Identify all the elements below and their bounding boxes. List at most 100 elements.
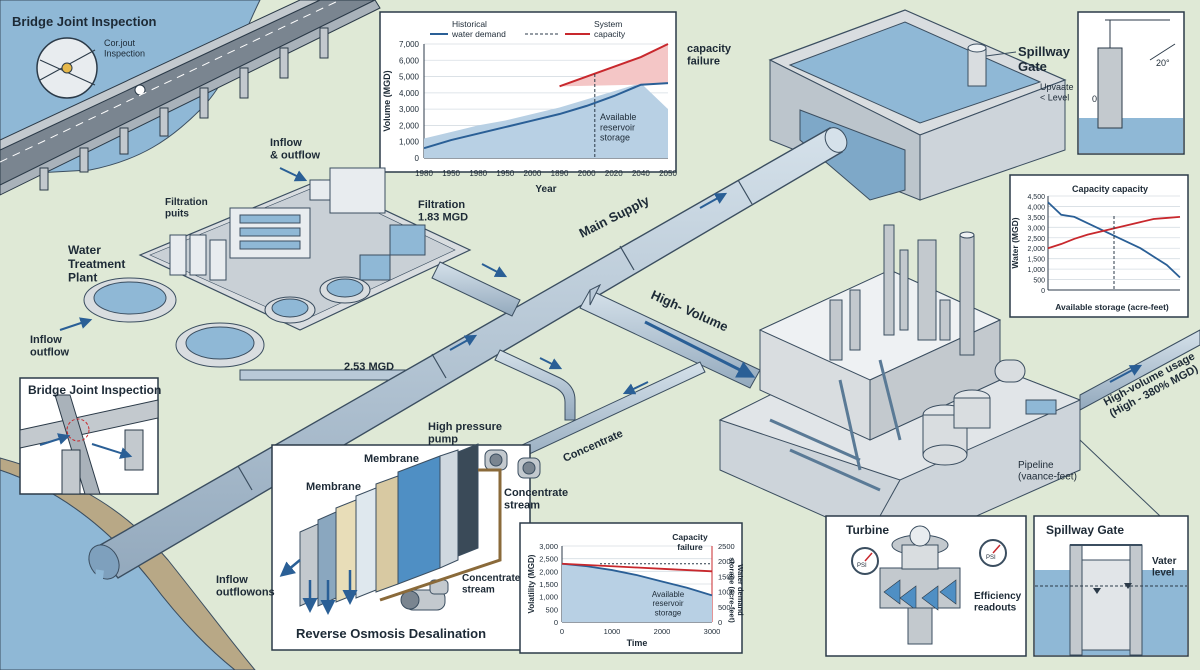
ro-xtick: 3000 <box>704 627 721 636</box>
historical-xtick: 1980 <box>415 169 433 178</box>
capacity-ytick: 500 <box>1033 278 1045 285</box>
capacity-ytick: 4,500 <box>1027 194 1045 201</box>
historical-ytick: 2,000 <box>399 121 420 130</box>
historical-xtick: 2050 <box>659 169 677 178</box>
ro-title: Reverse Osmosis Desalination <box>296 626 486 641</box>
historical-xtick: 2000 <box>524 169 542 178</box>
bridge-inspection-mid-title: Bridge Joint Inspection <box>28 383 161 397</box>
capacity-title: Capacity capacity <box>1072 184 1148 194</box>
capacity-ylabel: Water (MGD) <box>1010 217 1020 268</box>
spillway-inset-level: Upvaate< Level <box>1040 82 1074 102</box>
historical-demand-line <box>423 82 669 150</box>
wtp-flow-label: 2.53 MGD <box>344 361 394 373</box>
capacity-xlabel: Available storage (acre-feet) <box>1055 302 1169 312</box>
historical-ytick: 7,000 <box>399 40 420 49</box>
ro-ytick-right: 2500 <box>718 542 735 551</box>
gauge-right-label: PSI <box>986 555 996 561</box>
historical-ytick: 1,000 <box>399 138 420 147</box>
membrane-label-2: Membrane <box>306 481 361 493</box>
inflow-outflow-top-label: Inflow& outflow <box>270 137 321 162</box>
capacity-ytick: 3,500 <box>1027 215 1045 222</box>
ro-ytick-right: 0 <box>718 618 722 627</box>
spillway-inset-angle: 20° <box>1156 58 1170 68</box>
ro-ylabel-right: Water demandstorage (acre-feet) <box>727 557 745 623</box>
historical-ytick: 3,000 <box>399 105 420 114</box>
ro-ylabel: Volatility (MGD) <box>527 554 536 613</box>
ro-storage-line <box>561 562 713 597</box>
water-treatment-plant <box>59 167 472 381</box>
capacity-ytick: 4,000 <box>1027 204 1045 211</box>
capacity-ytick: 3,000 <box>1027 225 1045 232</box>
ro-ytick: 2,000 <box>539 567 558 576</box>
ro-xtick: 1000 <box>604 627 621 636</box>
ro-ytick: 1,500 <box>539 580 558 589</box>
historical-xtick: 1950 <box>442 169 460 178</box>
ro-capacity-line <box>561 562 713 573</box>
historical-xtick: 2040 <box>632 169 650 178</box>
spillway-gate-bottom-title: Spillway Gate <box>1046 523 1124 537</box>
ro-ytick: 500 <box>545 605 558 614</box>
industrial-facility <box>718 224 1200 551</box>
historical-xlabel: Year <box>535 184 556 195</box>
capacity-chart-frame <box>1009 174 1189 318</box>
ro-ytick: 1,000 <box>539 593 558 602</box>
ro-storage-chart: 05001,0001,5002,0002,5003,00005001000150… <box>519 522 745 654</box>
ro-xtick: 0 <box>560 627 564 636</box>
historical-demand-chart: 01,0002,0003,0004,0005,0006,0007,0001980… <box>379 11 732 195</box>
ro-storage-area <box>562 563 712 622</box>
historical-ylabel: Volume (MGD) <box>382 70 392 131</box>
capacity-ytick: 1,000 <box>1027 267 1045 274</box>
historical-xtick: 1980 <box>469 169 487 178</box>
historical-xtick: 1890 <box>551 169 569 178</box>
bridge-top <box>0 0 381 196</box>
historical-xtick: 1950 <box>496 169 514 178</box>
ro-ytick-right: 1500 <box>718 572 735 581</box>
ro-ytick-right: 1000 <box>718 588 735 597</box>
bridge-inspection-top-title: Bridge Joint Inspection <box>12 14 157 29</box>
reservoir <box>768 9 1067 201</box>
ro-xlabel: Time <box>627 638 648 648</box>
ro-ytick-right: 500 <box>718 603 731 612</box>
historical-failure-area <box>559 44 668 87</box>
historical-storage-area <box>424 83 668 158</box>
ro-ytick-right: 2000 <box>718 557 735 566</box>
capacity-ytick: 0 <box>1041 288 1045 295</box>
capacity-ytick: 2,500 <box>1027 236 1045 243</box>
spillway-inset: 20° Upvaate< Level 0 <box>1040 11 1185 155</box>
historical-ytick: 6,000 <box>399 56 420 65</box>
turbine-title: Turbine <box>846 523 889 537</box>
historical-ytick: 4,000 <box>399 89 420 98</box>
ro-ytick: 0 <box>554 618 558 627</box>
historical-ytick: 0 <box>415 154 420 163</box>
ro-ytick: 3,000 <box>539 542 558 551</box>
bridge-inspection-mid-inset: Bridge Joint Inspection <box>19 377 161 495</box>
historical-xtick: 2000 <box>578 169 596 178</box>
gauge-left-label: PSI <box>857 563 867 569</box>
main-supply-label: Main Supply <box>577 192 653 240</box>
capacity-ytick: 2,000 <box>1027 246 1045 253</box>
capacity-storage-line <box>1047 201 1181 279</box>
historical-xtick: 2020 <box>605 169 623 178</box>
